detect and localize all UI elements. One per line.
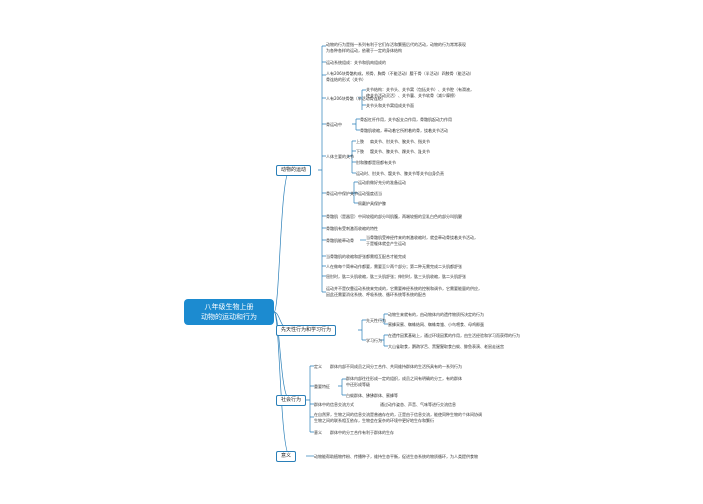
movement-leaf: 动物的行为是指一系列有利于它们存活和繁殖后代的活动，动物的行为常常表现 [326, 42, 466, 47]
social-leaf: 通过动作姿态、声音、气味等进行交流信息 [380, 402, 456, 407]
social-leaf: 定义 [314, 364, 322, 369]
movement-leaf: 肩关节、肘关节、腕关节、指关节 [370, 139, 430, 144]
branch-social[interactable]: 社会行为 [276, 395, 307, 406]
behavior-leaf: 大山雀取食，鹦鹉学舌、黑猩猩取食白蚁、鲸鱼表演、老鼠走迷宫 [388, 344, 504, 349]
movement-leaf: 骨骼肌收缩，牵动着它所附着的骨，绕着关节活动 [360, 128, 448, 133]
movement-leaf: 运动系统组成：关节和肌肉组成的 [326, 60, 386, 65]
movement-leaf: 人有206块骨骼构成，颅骨、胸骨（不能活动）腰干骨（半活动）四肢骨（能活动） [326, 71, 474, 76]
social-leaf: 群体内部往往形成一定的组织，成员之间有明确的分工，有的群体 [346, 376, 462, 381]
behavior-leaf: 先天性行为 [366, 318, 386, 323]
behavior-leaf: 在遗传因素基础上，通过环境因素的作用，由生活经验和学习而获得的行为 [388, 333, 520, 338]
movement-leaf: 运动前做好充分的准备运动 [358, 180, 406, 185]
movement-leaf: 骨骼肌有受刺激而收缩的特性 [326, 226, 378, 231]
movement-leaf: 骨运动中 [326, 122, 342, 127]
movement-leaf: 人体主要的关节 [326, 154, 354, 159]
social-leaf: 重要特征 [314, 384, 330, 389]
social-leaf: 白蚁群体、狒狒群体、蜜蜂等 [346, 393, 398, 398]
movement-leaf: 下肢 [356, 149, 364, 154]
root-title-line1: 八年级生物上册 [204, 303, 254, 311]
movement-leaf: 人有206块骨骼（半活动骨连结） [326, 96, 386, 101]
movement-leaf: 骨起杠杆作用，关节起支点作用，骨骼肌起动力作用 [360, 117, 452, 122]
movement-leaf: 肘和膝都是屈都有关节 [356, 160, 396, 165]
branch-movement[interactable]: 动物的运动 [276, 165, 312, 176]
branch-meaning-label: 意义 [281, 453, 292, 459]
movement-leaf: 上肢 [356, 139, 364, 144]
movement-leaf: 骨运动中保护关节 [326, 191, 358, 196]
movement-leaf: 关节头和关节窝组成关节面 [366, 103, 414, 108]
movement-leaf: 人在做每个简单动作都要，需要至少两个部分；第二种无需完成二头肌都舒张 [326, 264, 462, 269]
movement-leaf: 髋关节、膝关节、踝关节、趾关节 [370, 149, 430, 154]
movement-leaf: 关节结构：关节头、关节窝（包括关节）、关节腔（有滑液， [366, 87, 474, 92]
meaning-leaf: 动物能帮助植物传粉、传播种子，维持生态平衡，促进生态系统的物质循环，为人类提供食… [314, 454, 478, 459]
branch-movement-label: 动物的运动 [281, 167, 307, 173]
movement-leaf: 使关节活动灵活）、关节囊、关节软骨（减少摩擦） [366, 93, 458, 98]
branch-behavior-label: 先天性行为和学习行为 [281, 327, 332, 333]
movement-leaf: 佩戴护具保护膝 [358, 201, 386, 206]
movement-leaf: 运动强度适当 [358, 191, 382, 196]
movement-leaf: 当骨骼肌受神经传来的刺激收缩时，就会牵动骨绕着关节活动， [366, 235, 478, 240]
movement-leaf: 骨连结的形式（关节） [326, 77, 366, 82]
branch-behavior[interactable]: 先天性行为和学习行为 [276, 325, 337, 336]
social-leaf: 在自然界，生物之间的信息交流是普遍存在的，正是由于信息交流，能使同种生物的个体间… [314, 412, 482, 417]
movement-leaf: 于是躯体就会产生运动 [366, 241, 406, 246]
movement-leaf: 骨骼肌能牵动骨 [326, 238, 354, 243]
social-leaf: 意义 [314, 430, 322, 435]
behavior-leaf: 动物生来就有的，由动物体内的遗传物质所决定的行为 [388, 312, 484, 317]
branch-social-label: 社会行为 [281, 397, 302, 403]
movement-leaf: 因此还需要消化系统、呼吸系统、循环系统等系统的配合 [326, 292, 426, 297]
movement-leaf: 为各种各样的运动，依赖于一定的身体结构 [326, 48, 402, 53]
social-leaf: 群体内部不同成员之间分工合作、共同维持群体的生活所具有的一系列行为 [330, 364, 462, 369]
movement-leaf: 骨骼肌（是器官）中间较粗的部分叫肌腹，两端较细的呈乳白色的部分叫肌腱 [326, 214, 462, 219]
movement-leaf: 运动时、肘关节、髋关节、膝关节等关节自身负责 [356, 171, 444, 176]
root-node[interactable]: 八年级生物上册 动物的运动和行为 [184, 299, 274, 325]
movement-leaf: 当骨骼肌的收缩和舒张都需相互配合才能完成 [326, 254, 406, 259]
behavior-leaf: 学习行为 [366, 338, 382, 343]
social-leaf: 群体中的信息交流方式 [314, 402, 354, 407]
root-title-line2: 动物的运动和行为 [201, 313, 257, 321]
movement-leaf: 运动并不是仅靠运动系统来完成的，它需要神经系统的控制和调节，它需要能量的供应， [326, 286, 482, 291]
branch-meaning[interactable]: 意义 [276, 451, 297, 462]
movement-leaf: 屈肘时，肱二头肌收缩，肱三头肌舒张；伸肘时，肱三头肌收缩，肱二头肌舒张 [326, 274, 466, 279]
behavior-leaf: 蜜蜂采蜜、蜘蛛结网、蜘蛛育雏、小鸟喂食、母鸡孵蛋 [388, 322, 484, 327]
social-leaf: 中还形成等级 [346, 382, 370, 387]
social-leaf: 生物之间的联系相互依存，生物会在复杂的环境中更好地生存和繁衍 [314, 418, 434, 423]
social-leaf: 群体中的分工合作有利于群体的生存 [330, 430, 394, 435]
